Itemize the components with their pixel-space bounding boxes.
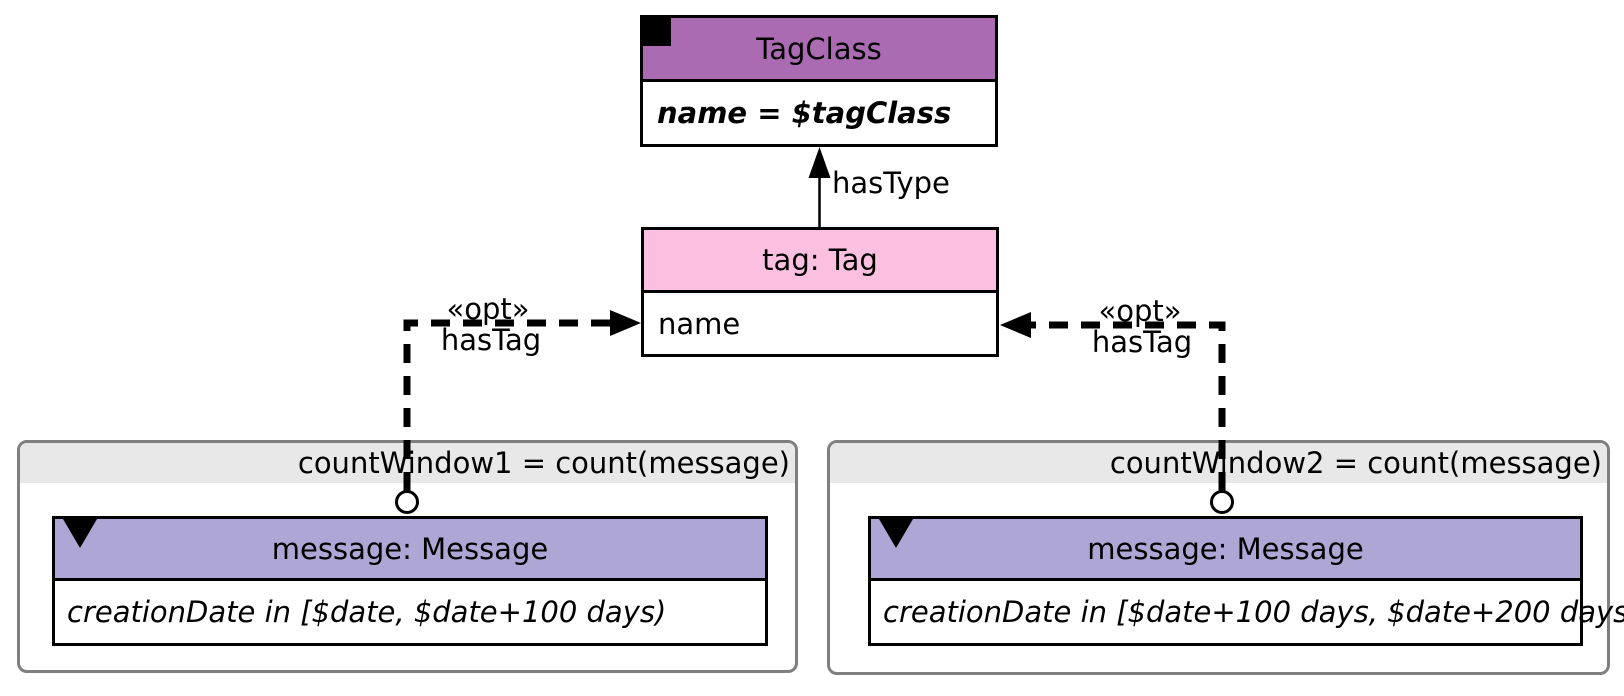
triangle-down-marker-icon bbox=[879, 519, 913, 548]
count-window-1-title: countWindow1 = count(message) bbox=[297, 446, 790, 480]
node-tag: tag: Tag name bbox=[641, 227, 999, 357]
node-message-1-title: message: Message bbox=[271, 531, 549, 566]
node-tag-attribute: name bbox=[658, 306, 741, 341]
node-message-1-header: message: Message bbox=[55, 519, 765, 581]
node-message-2-header: message: Message bbox=[871, 519, 1580, 581]
node-tag-title: tag: Tag bbox=[762, 243, 878, 277]
count-window-2-title: countWindow2 = count(message) bbox=[1109, 446, 1602, 480]
node-tagclass-title: TagClass bbox=[756, 31, 882, 66]
node-message-2-title: message: Message bbox=[1087, 531, 1364, 566]
count-window-1-titlebar: countWindow1 = count(message) bbox=[20, 443, 795, 483]
hastype-edge-label: hasType bbox=[832, 166, 950, 200]
count-window-1: countWindow1 = count(message) message: M… bbox=[17, 440, 798, 673]
node-message-2-constraint: creationDate in [$date+100 days, $date+2… bbox=[883, 595, 1624, 629]
hastag-right-label: hasTag bbox=[1091, 325, 1193, 359]
arrowhead-up-icon bbox=[808, 147, 831, 178]
node-tagclass-constraint: name = $tagClass bbox=[657, 96, 952, 130]
node-tagclass-header: TagClass bbox=[643, 18, 995, 82]
arrowhead-right-icon bbox=[610, 310, 641, 336]
triangle-down-marker-icon bbox=[63, 519, 97, 548]
node-message-1-constraint: creationDate in [$date, $date+100 days) bbox=[67, 595, 667, 629]
count-window-2: countWindow2 = count(message) message: M… bbox=[827, 440, 1624, 675]
node-tag-header: tag: Tag bbox=[644, 230, 996, 293]
class-marker-icon bbox=[640, 15, 671, 46]
hastag-left-label: hasTag bbox=[440, 323, 542, 357]
hastag-right-stereotype: «opt» bbox=[1098, 294, 1182, 328]
node-message-2: message: Message creationDate in [$date+… bbox=[868, 516, 1624, 646]
hastag-left-stereotype: «opt» bbox=[446, 292, 530, 326]
arrowhead-left-icon bbox=[1000, 312, 1031, 338]
node-tagclass: TagClass name = $tagClass bbox=[640, 15, 998, 147]
count-window-2-titlebar: countWindow2 = count(message) bbox=[830, 443, 1607, 483]
node-message-1: message: Message creationDate in [$date,… bbox=[52, 516, 768, 646]
